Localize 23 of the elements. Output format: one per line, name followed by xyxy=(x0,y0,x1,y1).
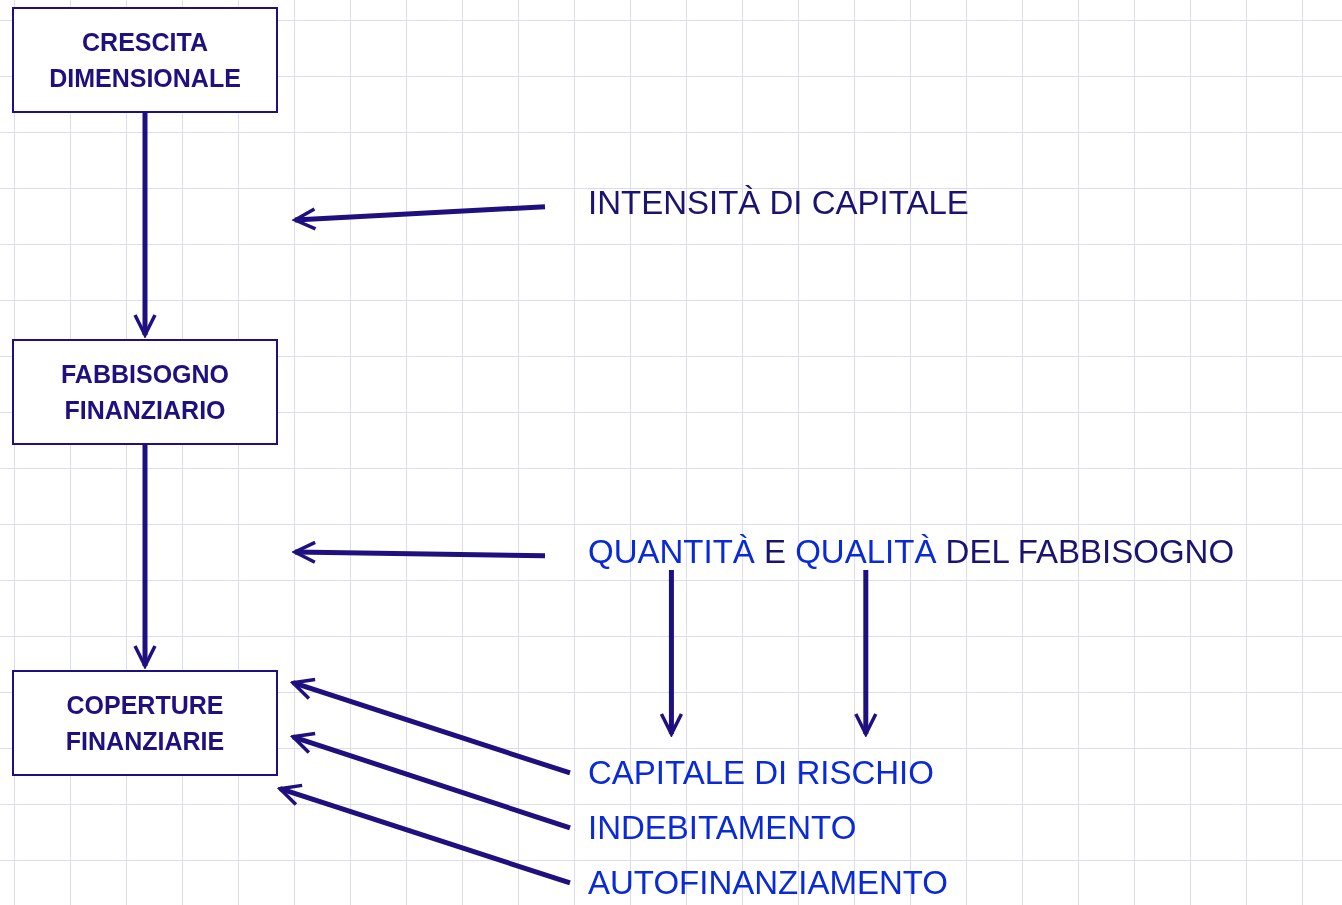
process-box xyxy=(12,670,278,776)
factor-label: CAPITALE DI RISCHIO xyxy=(588,754,934,792)
factor-label: QUALITÀ xyxy=(795,533,937,570)
box-label: COPERTURE FINANZIARIE xyxy=(64,689,226,757)
arrow xyxy=(278,783,571,886)
arrow xyxy=(293,540,546,565)
factor-label: AUTOFINANZIAMENTO xyxy=(588,864,948,902)
arrow xyxy=(293,204,546,231)
factor-label: INDEBITAMENTO xyxy=(588,809,857,847)
factor-label: INTENSITÀ DI CAPITALE xyxy=(588,184,969,222)
arrow xyxy=(133,445,157,668)
process-box xyxy=(12,7,278,113)
factor-label: QUANTITÀ xyxy=(588,533,755,570)
box-label: FABBISOGNO FINANZIARIO xyxy=(59,358,231,426)
process-box xyxy=(12,339,278,445)
arrow xyxy=(659,570,684,736)
arrow xyxy=(291,677,571,776)
factor-label: E xyxy=(764,533,787,570)
arrow xyxy=(291,731,571,831)
box-label: CRESCITA DIMENSIONALE xyxy=(48,26,242,94)
factor-label: DEL FABBISOGNO xyxy=(945,533,1235,570)
arrow xyxy=(854,570,878,736)
arrow xyxy=(133,113,157,337)
